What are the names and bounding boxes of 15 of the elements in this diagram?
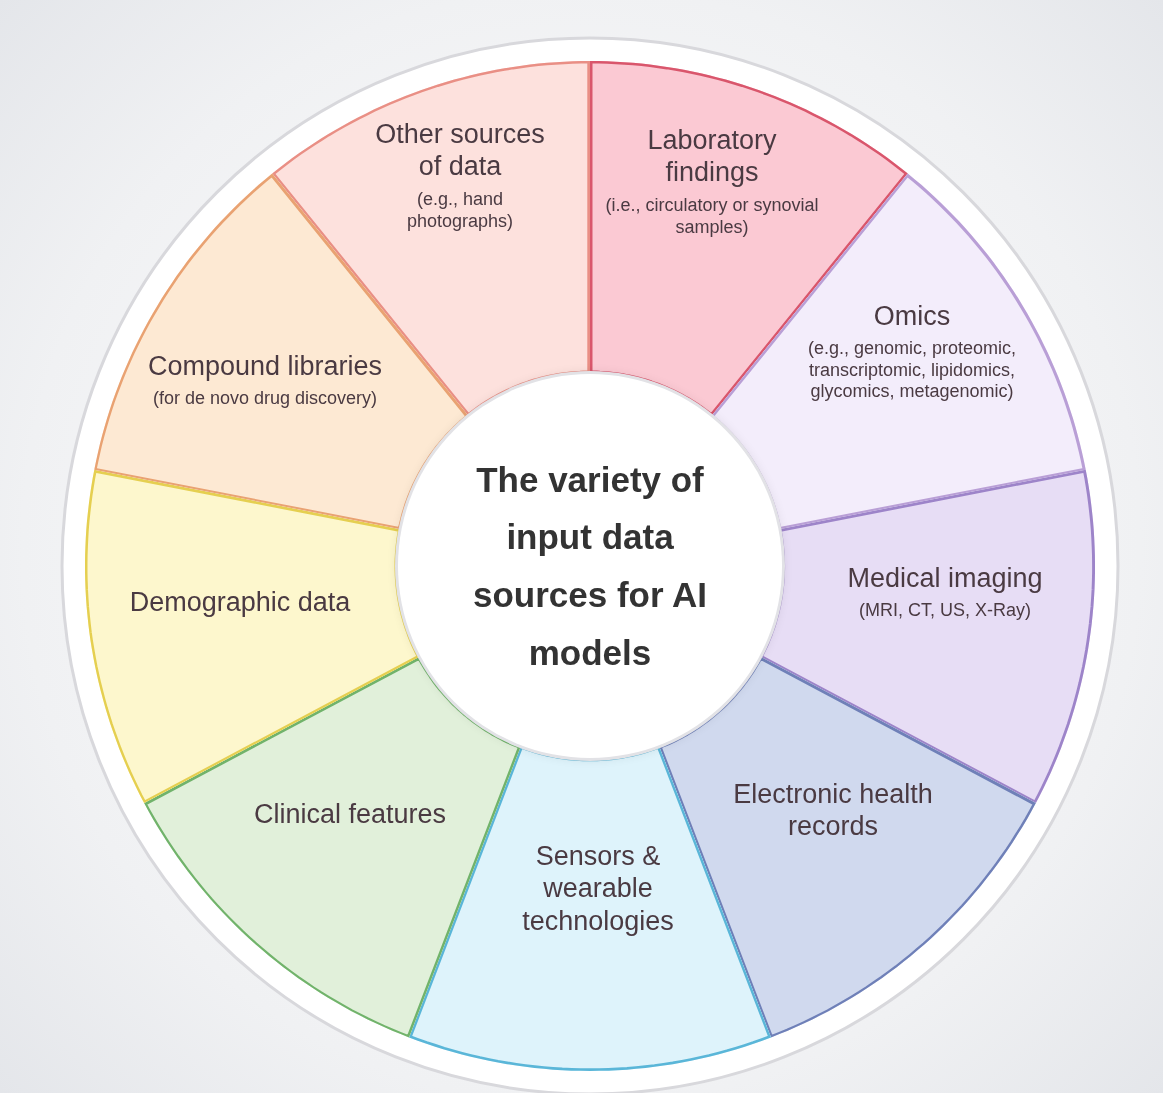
segment-note: (for de novo drug discovery): [151, 388, 379, 410]
segment-title: Laboratory findings: [646, 124, 778, 189]
segment-title: Omics: [872, 300, 952, 333]
segment-title: Clinical features: [252, 798, 448, 831]
segment-title: Electronic health records: [733, 778, 933, 843]
segment-note: (i.e., circulatory or synovial samples): [604, 195, 820, 239]
segment-title: Medical imaging: [846, 562, 1044, 595]
segment-title: Demographic data: [128, 586, 352, 619]
segment-note: (e.g., genomic, proteomic, transcriptomic, lipidomics, glycomics, metagenomic): [806, 338, 1018, 403]
segment-note: (MRI, CT, US, X-Ray): [857, 600, 1032, 622]
segment-note: (e.g., hand photographs): [405, 189, 514, 233]
centre-title: The variety of input data sources for AI models: [471, 458, 708, 674]
segment-title: Compound libraries: [146, 350, 384, 383]
segment-title: Other sources of data: [374, 118, 546, 183]
segment-title: Sensors & wearable technologies: [521, 840, 675, 938]
